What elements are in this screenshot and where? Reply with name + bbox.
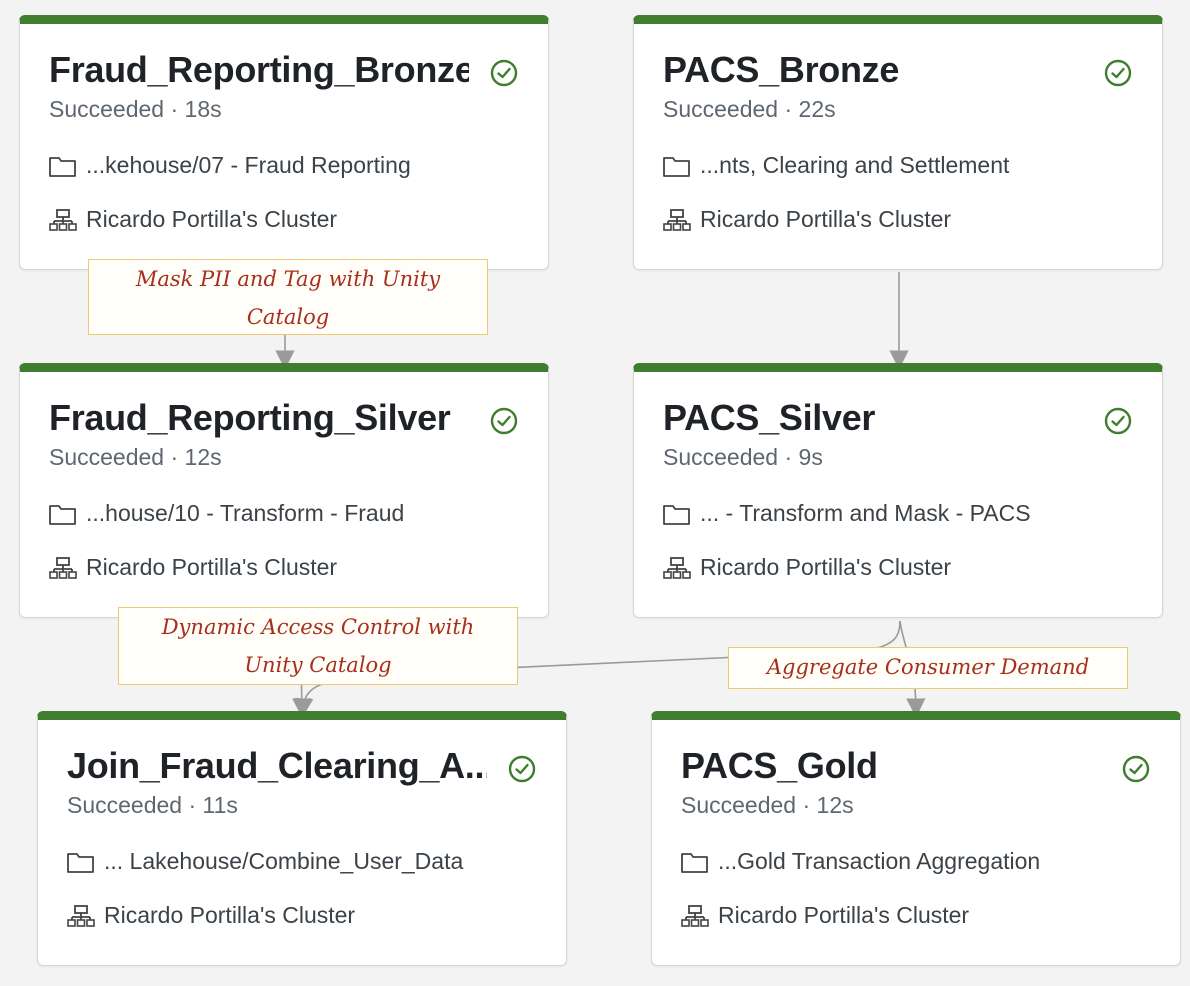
task-path-text: ... Lakehouse/Combine_User_Data <box>104 848 464 874</box>
task-status: Succeeded · 12s <box>681 792 854 818</box>
task-path-text: ...house/10 - Transform - Fraud <box>86 500 405 526</box>
task-notebook-path[interactable]: ...kehouse/07 - Fraud Reporting <box>48 152 411 179</box>
task-cluster[interactable]: Ricardo Portilla's Cluster <box>48 554 337 581</box>
cluster-icon <box>49 208 77 231</box>
task-notebook-path[interactable]: ...nts, Clearing and Settlement <box>662 152 1009 179</box>
folder-icon <box>663 156 690 177</box>
check-circle-icon <box>1104 59 1132 87</box>
task-card-fraud-reporting-bronze[interactable]: Fraud_Reporting_Bronze Succeeded · 18s .… <box>19 15 549 270</box>
task-notebook-path[interactable]: ...Gold Transaction Aggregation <box>680 848 1040 875</box>
task-cluster[interactable]: Ricardo Portilla's Cluster <box>662 206 951 233</box>
folder-icon <box>49 504 76 525</box>
task-notebook-path[interactable]: ... - Transform and Mask - PACS <box>662 500 1031 527</box>
task-path-text: ...nts, Clearing and Settlement <box>700 152 1010 178</box>
folder-icon <box>49 156 76 177</box>
task-cluster-text: Ricardo Portilla's Cluster <box>86 206 338 232</box>
cluster-icon <box>681 904 709 927</box>
task-status: Succeeded · 11s <box>67 792 238 818</box>
check-circle-icon <box>490 59 518 87</box>
cluster-icon <box>663 208 691 231</box>
task-card-pacs-silver[interactable]: PACS_Silver Succeeded · 9s ... - Transfo… <box>633 363 1163 618</box>
task-cluster[interactable]: Ricardo Portilla's Cluster <box>48 206 337 233</box>
task-status: Succeeded · 9s <box>663 444 823 470</box>
annotation-aggregate: Aggregate Consumer Demand <box>728 647 1128 689</box>
cluster-icon <box>67 904 95 927</box>
check-circle-icon <box>1104 407 1132 435</box>
task-card-pacs-gold[interactable]: PACS_Gold Succeeded · 12s ...Gold Transa… <box>651 711 1181 966</box>
annotation-mask-pii: Mask PII and Tag with Unity Catalog <box>88 259 488 335</box>
check-circle-icon <box>508 755 536 783</box>
task-card-fraud-reporting-silver[interactable]: Fraud_Reporting_Silver Succeeded · 12s .… <box>19 363 549 618</box>
annotation-line: Catalog <box>246 305 330 329</box>
task-path-text: ... - Transform and Mask - PACS <box>700 500 1031 526</box>
task-cluster-text: Ricardo Portilla's Cluster <box>86 554 338 580</box>
task-cluster[interactable]: Ricardo Portilla's Cluster <box>662 554 951 581</box>
check-circle-icon <box>1122 755 1150 783</box>
task-title: PACS_Bronze <box>663 49 900 90</box>
folder-icon <box>67 852 94 873</box>
task-notebook-path[interactable]: ... Lakehouse/Combine_User_Data <box>66 848 463 875</box>
annotation-line: Dynamic Access Control with <box>161 615 475 639</box>
task-cluster-text: Ricardo Portilla's Cluster <box>718 902 970 928</box>
task-path-text: ...kehouse/07 - Fraud Reporting <box>86 152 411 178</box>
task-card-pacs-bronze[interactable]: PACS_Bronze Succeeded · 22s ...nts, Clea… <box>633 15 1163 270</box>
task-cluster-text: Ricardo Portilla's Cluster <box>700 206 952 232</box>
task-title: Join_Fraud_Clearing_A... <box>67 745 487 786</box>
task-cluster-text: Ricardo Portilla's Cluster <box>104 902 356 928</box>
annotation-line: Mask PII and Tag with Unity <box>135 267 441 291</box>
task-status: Succeeded · 12s <box>49 444 222 470</box>
folder-icon <box>663 504 690 525</box>
task-title: PACS_Gold <box>681 745 878 786</box>
cluster-icon <box>663 556 691 579</box>
task-card-join-fraud-clearing[interactable]: Join_Fraud_Clearing_A... Succeeded · 11s… <box>37 711 567 966</box>
task-status: Succeeded · 22s <box>663 96 836 122</box>
task-title: Fraud_Reporting_Silver <box>49 397 451 438</box>
task-title: PACS_Silver <box>663 397 876 438</box>
task-notebook-path[interactable]: ...house/10 - Transform - Fraud <box>48 500 404 527</box>
task-cluster-text: Ricardo Portilla's Cluster <box>700 554 952 580</box>
annotation-line: Aggregate Consumer Demand <box>766 655 1090 679</box>
task-status: Succeeded · 18s <box>49 96 222 122</box>
folder-icon <box>681 852 708 873</box>
task-title: Fraud_Reporting_Bronze <box>49 49 469 90</box>
check-circle-icon <box>490 407 518 435</box>
task-path-text: ...Gold Transaction Aggregation <box>718 848 1041 874</box>
annotation-line: Unity Catalog <box>244 653 392 677</box>
task-cluster[interactable]: Ricardo Portilla's Cluster <box>66 902 355 929</box>
annotation-dynamic-access: Dynamic Access Control with Unity Catalo… <box>118 607 518 685</box>
cluster-icon <box>49 556 77 579</box>
task-cluster[interactable]: Ricardo Portilla's Cluster <box>680 902 969 929</box>
